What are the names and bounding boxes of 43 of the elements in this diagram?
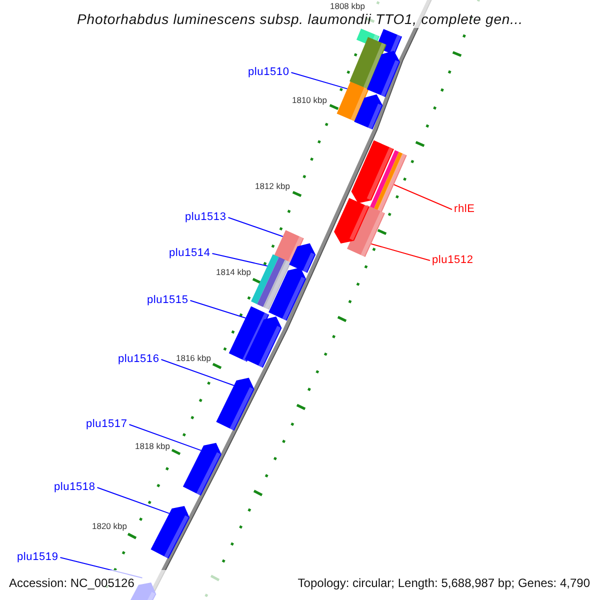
gene-block — [216, 378, 254, 431]
gene-label: plu1515 — [147, 294, 188, 307]
leader-line — [212, 253, 268, 266]
gene-label: plu1518 — [54, 481, 96, 494]
gene-block — [150, 506, 190, 559]
leader-line — [128, 424, 202, 451]
gene-block — [268, 268, 306, 321]
leader-line — [190, 300, 246, 318]
scale-label: 1812 kbp — [255, 181, 290, 191]
gene-block — [336, 80, 370, 122]
scale-label: 1816 kbp — [176, 353, 211, 363]
gene-block — [351, 140, 394, 204]
map-title: Photorhabdus luminescens subsp. laumondii TTO1, complete gen... — [77, 11, 523, 27]
gene-label: plu1519 — [17, 551, 58, 564]
gene-label: plu1514 — [169, 247, 210, 260]
gene-block — [354, 94, 383, 130]
leader-line — [160, 359, 234, 386]
scale-label: 1810 kbp — [292, 95, 327, 105]
scale-label: 1820 kbp — [92, 521, 127, 531]
gene-block — [289, 243, 316, 273]
gene-label: plu1516 — [118, 353, 160, 366]
gene-block — [334, 198, 370, 244]
genome-stats-text: Topology: circular; Length: 5,688,987 bp; Genes: 4,790 — [298, 576, 590, 590]
gene-block — [244, 316, 282, 368]
gene-label: plu1512 — [432, 254, 474, 267]
gene-label: rhlE — [454, 203, 475, 216]
gene-label: plu1517 — [86, 418, 128, 431]
gene-label: plu1510 — [248, 66, 290, 79]
gene-block — [350, 37, 386, 89]
gene-block — [369, 150, 407, 214]
leader-line — [290, 72, 348, 90]
leader-line — [228, 217, 284, 237]
scale-label: 1808 kbp — [330, 1, 365, 11]
scale-label: 1818 kbp — [135, 441, 170, 451]
gene-block — [251, 254, 291, 310]
gene-block — [347, 205, 385, 257]
leader-line — [370, 243, 430, 261]
accession-text: Accession: NC_005126 — [9, 576, 134, 590]
gene-label: plu1513 — [185, 211, 226, 224]
leader-line — [393, 184, 452, 210]
scale-label: 1814 kbp — [216, 267, 251, 277]
leader-line — [96, 487, 170, 514]
gene-block — [182, 442, 222, 496]
